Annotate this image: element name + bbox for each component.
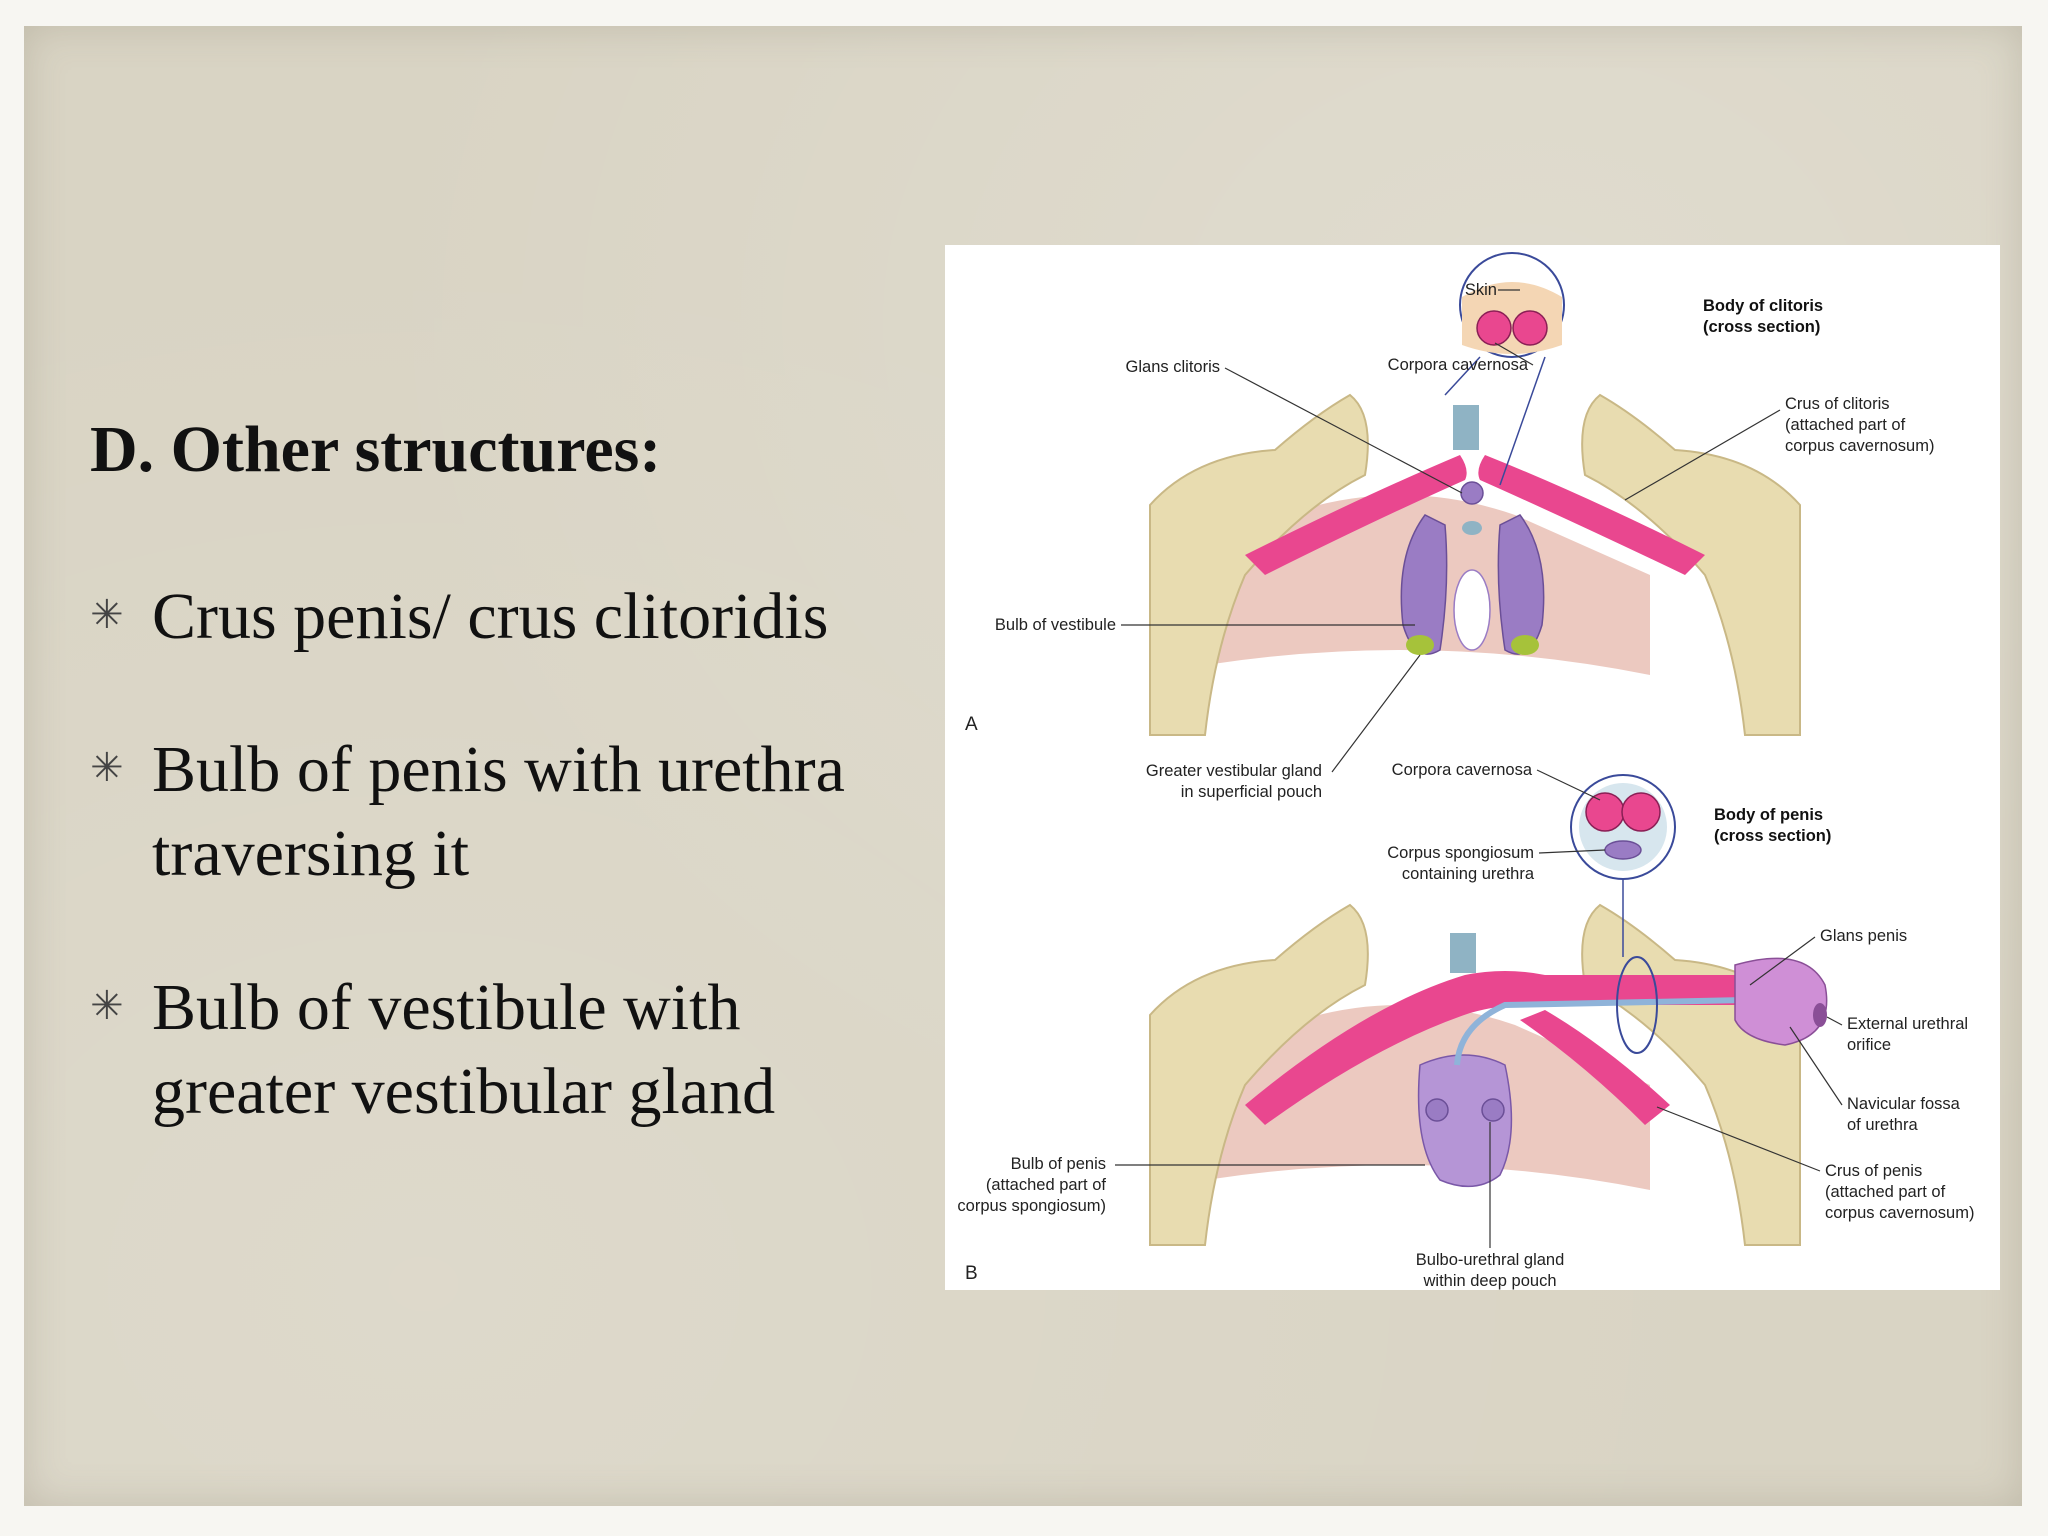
- svg-text:corpus cavernosum): corpus cavernosum): [1825, 1204, 1974, 1222]
- external-urethral-orifice: [1813, 1003, 1827, 1027]
- svg-text:(cross section): (cross section): [1714, 827, 1831, 845]
- slide-heading: D. Other structures:: [90, 413, 662, 486]
- label-corpus-spongiosum: Corpus spongiosum: [1387, 844, 1534, 862]
- label-crus-clitoris: Crus of clitoris: [1785, 395, 1890, 413]
- anatomy-illustration: Skin Body of clitoris (cross section) Co…: [957, 252, 1974, 1290]
- urethral-orifice-a: [1462, 521, 1482, 535]
- urethra: [1454, 997, 1746, 1066]
- svg-text:(attached part of: (attached part of: [986, 1176, 1107, 1194]
- label-skin: Skin: [1465, 281, 1497, 299]
- label-glans-clitoris: Glans clitoris: [1126, 358, 1220, 376]
- label-body-clitoris: Body of clitoris: [1703, 297, 1823, 315]
- svg-text:containing urethra: containing urethra: [1402, 865, 1535, 883]
- label-glans-penis: Glans penis: [1820, 927, 1907, 945]
- bullet-text: Bulb of vestibule with greater vestibula…: [152, 971, 776, 1128]
- bulbourethral-gland-right: [1481, 1098, 1505, 1122]
- panel-b-labels: Corpora cavernosa Body of penis (cross s…: [957, 761, 1974, 1290]
- panel-letter-b: B: [965, 1263, 978, 1284]
- pubic-symphysis-b: [1450, 933, 1476, 973]
- svg-text:of urethra: of urethra: [1847, 1116, 1918, 1134]
- svg-text:orifice: orifice: [1847, 1036, 1891, 1054]
- crus-clitoris-right: [1478, 455, 1705, 575]
- crus-penis-left-shaft: [1245, 971, 1745, 1125]
- pubic-symphysis-a: [1453, 405, 1479, 450]
- glans-clitoris: [1460, 481, 1484, 505]
- inset-penis-cross-section: [1570, 774, 1676, 957]
- bulbourethral-gland-left: [1425, 1098, 1449, 1122]
- label-bulb-vestibule: Bulb of vestibule: [995, 616, 1116, 634]
- label-external-urethral-orifice: External urethral: [1847, 1015, 1968, 1033]
- panel-a-clitoris-drawing: [1149, 393, 1801, 736]
- crus-clitoris-left: [1245, 455, 1467, 575]
- svg-text:corpus cavernosum): corpus cavernosum): [1785, 437, 1934, 455]
- label-bulb-penis: Bulb of penis: [1011, 1155, 1106, 1173]
- anatomy-figure: Skin Body of clitoris (cross section) Co…: [945, 245, 2000, 1290]
- svg-text:in superficial pouch: in superficial pouch: [1181, 783, 1322, 801]
- bullet-text: Bulb of penis with urethra traversing it: [152, 733, 845, 890]
- svg-text:(cross section): (cross section): [1703, 318, 1820, 336]
- svg-text:(attached part of: (attached part of: [1825, 1183, 1946, 1201]
- label-corpora-cavernosa-b: Corpora cavernosa: [1392, 761, 1533, 779]
- greater-vestibular-gland-right: [1511, 635, 1539, 655]
- label-navicular-fossa: Navicular fossa: [1847, 1095, 1961, 1113]
- panel-b-penis-drawing: [1149, 903, 1828, 1246]
- label-bulbourethral-gland: Bulbo-urethral gland: [1416, 1251, 1565, 1269]
- svg-text:corpus spongiosum): corpus spongiosum): [957, 1197, 1106, 1215]
- asterisk-bullet-icon: ✳: [90, 745, 124, 791]
- svg-text:(attached part of: (attached part of: [1785, 416, 1906, 434]
- inset-clitoris-cross-section: [1444, 252, 1565, 486]
- pubic-bone-right-a: [1581, 393, 1801, 736]
- shaft-section-marker: [1616, 956, 1658, 1054]
- svg-text:within deep pouch: within deep pouch: [1422, 1272, 1556, 1290]
- vaginal-orifice: [1453, 569, 1491, 651]
- pubic-bone-left-b: [1149, 903, 1369, 1246]
- asterisk-bullet-icon: ✳: [90, 983, 124, 1029]
- label-corpora-cavernosa-a: Corpora cavernosa: [1388, 356, 1529, 374]
- pubic-bone-left-a: [1149, 393, 1369, 736]
- bullet-text: Crus penis/ crus clitoridis: [152, 580, 829, 653]
- label-crus-penis: Crus of penis: [1825, 1162, 1922, 1180]
- asterisk-bullet-icon: ✳: [90, 592, 124, 638]
- panel-a-labels: Skin Body of clitoris (cross section) Co…: [965, 281, 1934, 801]
- greater-vestibular-gland-left: [1406, 635, 1434, 655]
- crus-penis-right: [1520, 1010, 1670, 1125]
- glans-penis: [1734, 957, 1828, 1046]
- panel-letter-a: A: [965, 714, 978, 735]
- bulb-penis: [1417, 1054, 1513, 1188]
- label-body-penis: Body of penis: [1714, 806, 1823, 824]
- label-greater-vestibular-gland: Greater vestibular gland: [1146, 762, 1322, 780]
